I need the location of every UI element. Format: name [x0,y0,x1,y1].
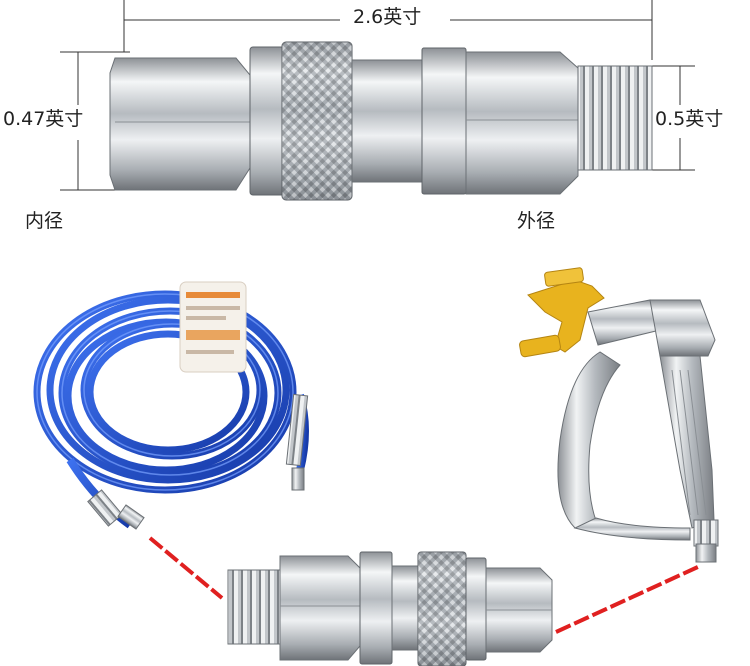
outer-diameter-caption: 外径 [517,210,556,232]
swivel-connector-bottom [227,551,553,666]
dimension-lines [60,0,695,191]
connection-lines [148,536,701,634]
paint-hose-coil [33,281,309,530]
swivel-connector-top [109,41,653,201]
outer-diameter-label: 0.5英寸 [655,108,724,130]
total-length-label: 2.6英寸 [353,6,422,28]
hose-label-tag [179,281,247,373]
airless-spray-gun [519,267,719,563]
inner-diameter-caption: 内径 [25,210,64,232]
inner-diameter-label: 0.47英寸 [3,108,84,130]
